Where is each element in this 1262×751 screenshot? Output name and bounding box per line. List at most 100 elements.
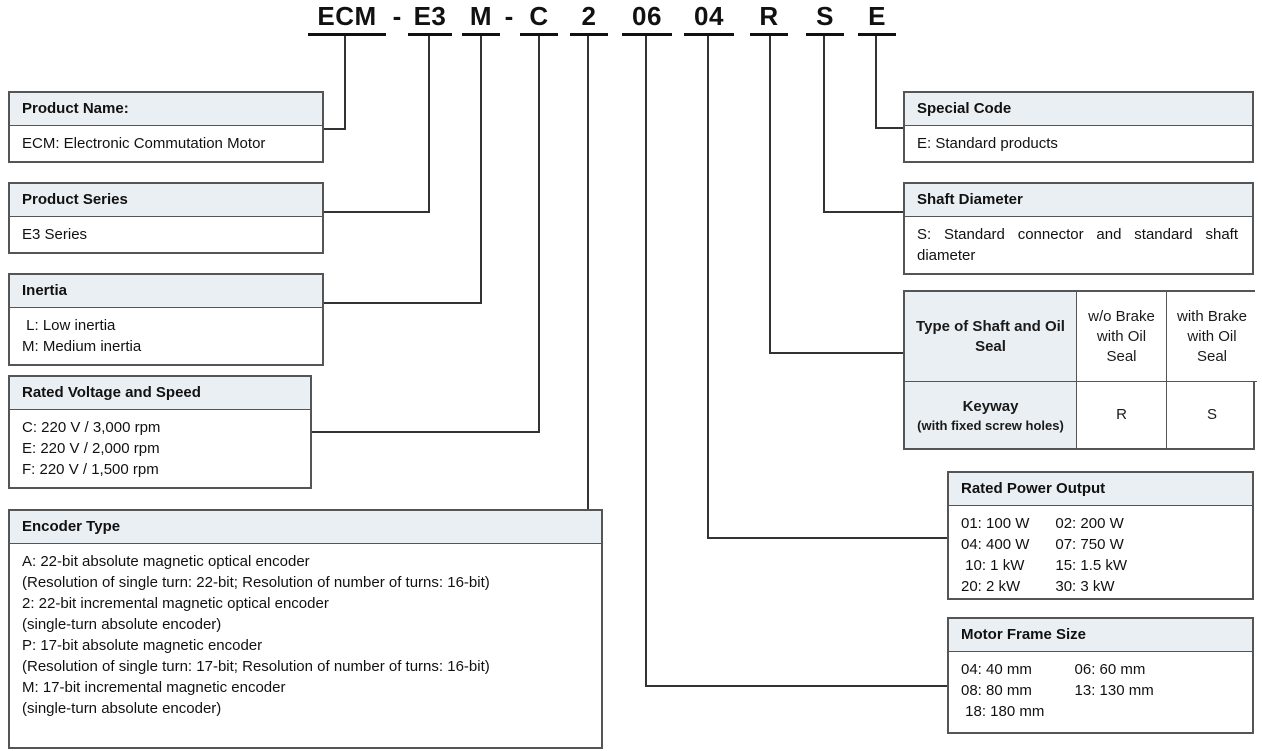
code-segment-shaft-diameter: S [806, 1, 844, 36]
product-series-line-1: E3 Series [22, 226, 88, 243]
leader-shaft-diameter-horizontal [823, 211, 905, 213]
encoder-line-2: (Resolution of single turn: 22-bit; Reso… [22, 574, 490, 591]
leader-shaft-diameter-vertical [823, 36, 825, 213]
leader-product-name-vertical [344, 36, 346, 130]
voltage-speed-line-2: E: 220 V / 2,000 rpm [22, 440, 160, 457]
leader-voltage-speed-horizontal [310, 431, 540, 433]
voltage-speed-line-1: C: 220 V / 3,000 rpm [22, 419, 161, 436]
leader-special-code-horizontal [875, 127, 905, 129]
leader-frame-size-horizontal [645, 685, 949, 687]
leader-product-name-horizontal [322, 128, 346, 130]
keyway-label-sub: (with fixed screw holes) [917, 417, 1064, 433]
leader-shaft-type-horizontal [769, 352, 905, 354]
leader-voltage-speed-vertical [538, 36, 540, 433]
box-special-code-title: Special Code [905, 93, 1252, 126]
voltage-speed-line-3: F: 220 V / 1,500 rpm [22, 461, 159, 478]
leader-frame-size-vertical [645, 36, 647, 687]
encoder-line-6: (Resolution of single turn: 17-bit; Reso… [22, 658, 490, 675]
box-inertia-title: Inertia [10, 275, 322, 308]
box-rated-voltage-speed-body: C: 220 V / 3,000 rpm E: 220 V / 2,000 rp… [10, 410, 310, 487]
box-encoder-type-title: Encoder Type [10, 511, 601, 544]
inertia-line-1: L: Low inertia [22, 317, 116, 334]
table-header-with-brake: with Brake with Oil Seal [1167, 292, 1257, 382]
frame-cell-2: 06: 60 mm [1070, 661, 1146, 678]
box-encoder-type-body: A: 22-bit absolute magnetic optical enco… [10, 544, 601, 726]
box-rated-voltage-speed-title: Rated Voltage and Speed [10, 377, 310, 410]
product-name-line-1: ECM: Electronic Commutation Motor [22, 135, 266, 152]
box-product-series: Product Series E3 Series [8, 182, 324, 254]
model-code-row: ECM - E3 M - C 2 06 04 R S E [0, 0, 1262, 46]
box-product-series-title: Product Series [10, 184, 322, 217]
box-motor-frame-size-body: 04: 40 mm 06: 60 mm 08: 80 mm 13: 130 mm… [949, 652, 1252, 729]
power-cell-6: 15: 1.5 kW [1055, 557, 1128, 574]
code-dash-2: - [504, 1, 514, 31]
table-cell-keyway-with-brake: S [1206, 406, 1217, 423]
leader-power-output-horizontal [707, 537, 949, 539]
frame-cell-5: 18: 180 mm [961, 703, 1045, 720]
box-rated-power-output-body: 01: 100 W 02: 200 W 04: 400 W 07: 750 W … [949, 506, 1252, 598]
encoder-line-5: P: 17-bit absolute magnetic encoder [22, 637, 263, 654]
code-segment-shaft-type: R [750, 1, 788, 36]
code-segment-series: E3 [408, 1, 452, 36]
box-product-name-body: ECM: Electronic Commutation Motor [10, 126, 322, 161]
code-segment-inertia: M [462, 1, 500, 36]
box-inertia-body: L: Low inertia M: Medium inertia [10, 308, 322, 364]
power-output-grid: 01: 100 W 02: 200 W 04: 400 W 07: 750 W … [961, 513, 1242, 597]
box-product-name-title: Product Name: [10, 93, 322, 126]
box-special-code-body: E: Standard products [905, 126, 1252, 161]
code-segment-power-output: 04 [684, 1, 734, 36]
code-dash-1: - [392, 1, 402, 31]
frame-size-grid: 04: 40 mm 06: 60 mm 08: 80 mm 13: 130 mm… [961, 659, 1242, 722]
special-code-line-1: E: Standard products [917, 135, 1058, 152]
leader-inertia-vertical [480, 36, 482, 304]
leader-product-series-vertical [428, 36, 430, 213]
leader-inertia-horizontal [322, 302, 482, 304]
code-segment-frame-size: 06 [622, 1, 672, 36]
inertia-line-2: M: Medium inertia [22, 338, 142, 355]
box-special-code: Special Code E: Standard products [903, 91, 1254, 163]
encoder-line-4: (single-turn absolute encoder) [22, 616, 222, 633]
power-cell-5: 10: 1 kW [961, 557, 1025, 574]
box-shaft-diameter-body: S: Standard connector and standard shaft… [905, 217, 1252, 273]
encoder-line-7: M: 17-bit incremental magnetic encoder [22, 679, 286, 696]
frame-cell-3: 08: 80 mm [961, 682, 1032, 699]
box-product-name: Product Name: ECM: Electronic Commutatio… [8, 91, 324, 163]
leader-encoder-vertical [587, 36, 589, 509]
table-shaft-oil-seal: Type of Shaft and Oil Seal w/o Brake wit… [903, 290, 1257, 450]
power-cell-8: 30: 3 kW [1055, 578, 1115, 595]
box-encoder-type: Encoder Type A: 22-bit absolute magnetic… [8, 509, 603, 749]
encoder-line-8: (single-turn absolute encoder) [22, 700, 222, 717]
box-product-series-body: E3 Series [10, 217, 322, 252]
frame-cell-1: 04: 40 mm [961, 661, 1032, 678]
leader-product-series-horizontal [322, 211, 430, 213]
box-inertia: Inertia L: Low inertia M: Medium inertia [8, 273, 324, 366]
table-header-without-brake: w/o Brake with Oil Seal [1077, 292, 1167, 382]
power-cell-3: 04: 400 W [961, 536, 1030, 553]
power-cell-4: 07: 750 W [1055, 536, 1124, 553]
box-shaft-diameter-title: Shaft Diameter [905, 184, 1252, 217]
box-rated-power-output-title: Rated Power Output [949, 473, 1252, 506]
box-motor-frame-size-title: Motor Frame Size [949, 619, 1252, 652]
frame-cell-6 [1070, 701, 1153, 722]
power-cell-2: 02: 200 W [1055, 515, 1124, 532]
box-rated-power-output: Rated Power Output 01: 100 W 02: 200 W 0… [947, 471, 1254, 600]
leader-shaft-type-vertical [769, 36, 771, 354]
table-header-type-of-shaft: Type of Shaft and Oil Seal [905, 292, 1077, 382]
code-segment-voltage-speed: C [520, 1, 558, 36]
leader-special-code-vertical [875, 36, 877, 129]
power-cell-1: 01: 100 W [961, 515, 1030, 532]
power-cell-7: 20: 2 kW [961, 578, 1021, 595]
table-row-label-keyway: Keyway (with fixed screw holes) [905, 382, 1077, 448]
keyway-label-main: Keyway [962, 397, 1019, 415]
code-segment-special-code: E [858, 1, 896, 36]
box-motor-frame-size: Motor Frame Size 04: 40 mm 06: 60 mm 08:… [947, 617, 1254, 734]
table-cell-keyway-without-brake: R [1077, 382, 1167, 448]
code-segment-encoder: 2 [570, 1, 608, 36]
shaft-diameter-line-1: S: Standard connector and standard shaft… [917, 226, 1238, 264]
code-segment-product-name: ECM [308, 1, 386, 36]
box-shaft-diameter: Shaft Diameter S: Standard connector and… [903, 182, 1254, 275]
box-rated-voltage-speed: Rated Voltage and Speed C: 220 V / 3,000… [8, 375, 312, 489]
encoder-line-1: A: 22-bit absolute magnetic optical enco… [22, 553, 310, 570]
encoder-line-3: 2: 22-bit incremental magnetic optical e… [22, 595, 329, 612]
